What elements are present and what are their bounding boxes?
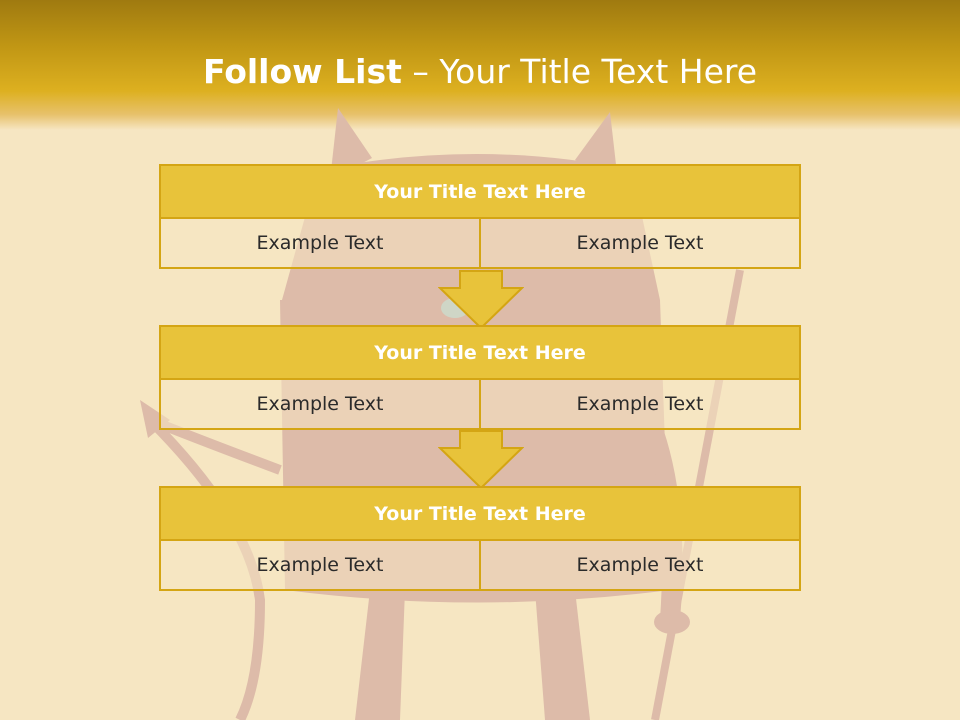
block-cell-left: Example Text bbox=[159, 541, 481, 591]
block-cell-left: Example Text bbox=[159, 380, 481, 430]
block-cell-right: Example Text bbox=[481, 219, 801, 269]
tail-tip bbox=[140, 400, 170, 438]
block-title: Your Title Text Here bbox=[159, 486, 801, 541]
block-cell-right: Example Text bbox=[481, 380, 801, 430]
block-row: Example Text Example Text bbox=[159, 380, 801, 430]
block-cell-left: Example Text bbox=[159, 219, 481, 269]
list-block-2: Your Title Text Here Example Text Exampl… bbox=[159, 325, 801, 430]
left-horn bbox=[330, 108, 372, 180]
block-row: Example Text Example Text bbox=[159, 541, 801, 591]
header-band bbox=[0, 0, 960, 130]
block-cell-right: Example Text bbox=[481, 541, 801, 591]
block-title: Your Title Text Here bbox=[159, 325, 801, 380]
right-leg bbox=[535, 590, 590, 720]
list-block-3: Your Title Text Here Example Text Exampl… bbox=[159, 486, 801, 591]
down-arrow-icon bbox=[438, 270, 524, 330]
block-row: Example Text Example Text bbox=[159, 219, 801, 269]
down-arrow-icon bbox=[438, 430, 524, 490]
block-title: Your Title Text Here bbox=[159, 164, 801, 219]
page-title: Follow List – Your Title Text Here bbox=[0, 52, 960, 91]
left-leg bbox=[355, 590, 405, 720]
title-rest: – Your Title Text Here bbox=[401, 52, 758, 91]
list-block-1: Your Title Text Here Example Text Exampl… bbox=[159, 164, 801, 269]
title-bold: Follow List bbox=[202, 52, 402, 91]
